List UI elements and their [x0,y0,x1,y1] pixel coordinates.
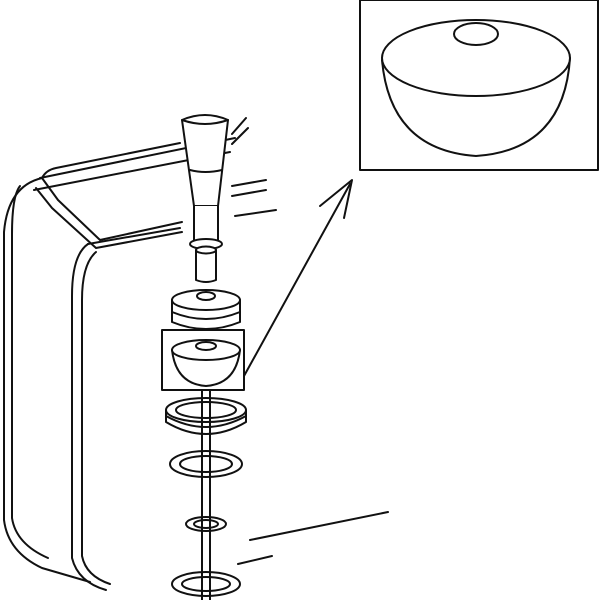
tank [3,137,389,591]
stem-tube [195,245,217,283]
magnified-frame [359,0,599,171]
cup [161,329,245,391]
tank-handle [35,117,267,249]
gasket-ring-large [165,397,247,435]
cap [171,289,241,330]
cup-magnified-view [359,0,599,171]
spindle-rod [201,389,211,600]
o-ring-medium [169,450,243,478]
o-ring-bottom [171,571,241,597]
callout-arrow [243,179,353,377]
lever-knob [181,114,229,250]
o-ring-small [185,516,227,532]
